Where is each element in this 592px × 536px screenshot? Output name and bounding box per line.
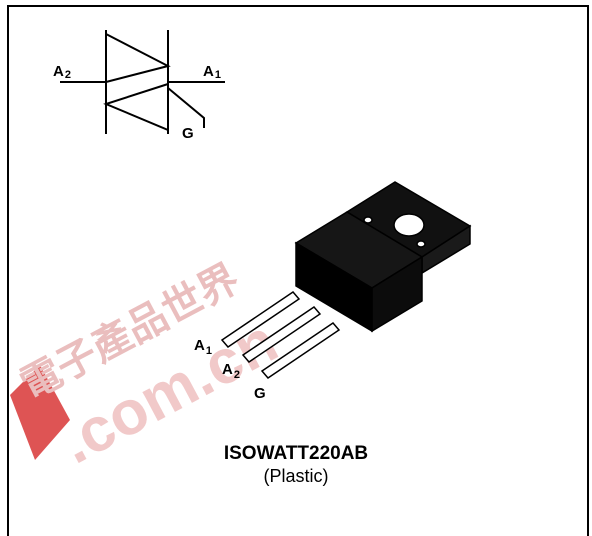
small-hole-right <box>416 240 426 248</box>
package-body <box>294 181 472 333</box>
symbol-label-g: G <box>182 125 194 142</box>
symbol-label-a1: A1 <box>203 63 221 81</box>
package-type: (Plastic) <box>263 466 329 486</box>
upper-triangle <box>105 33 171 83</box>
lower-triangle <box>103 83 169 131</box>
symbol-label-a2: A2 <box>53 63 71 81</box>
lead-a2 <box>241 306 322 363</box>
pin-label-a2: A2 <box>222 361 240 381</box>
mounting-hole <box>393 213 425 237</box>
figure-frame <box>7 5 589 536</box>
package-name: ISOWATT220AB <box>223 443 369 464</box>
triac-symbol <box>60 30 225 134</box>
body-left <box>295 241 373 333</box>
small-hole-left <box>363 216 373 224</box>
pin-label-g: G <box>254 385 266 402</box>
gate-lead <box>167 87 205 128</box>
lead-a1 <box>220 291 301 348</box>
package-drawing <box>220 181 472 379</box>
watermark-accent-stroke <box>10 365 70 460</box>
lead-g <box>260 322 341 379</box>
pin-label-a1: A1 <box>194 337 212 357</box>
package-leads <box>220 291 341 379</box>
